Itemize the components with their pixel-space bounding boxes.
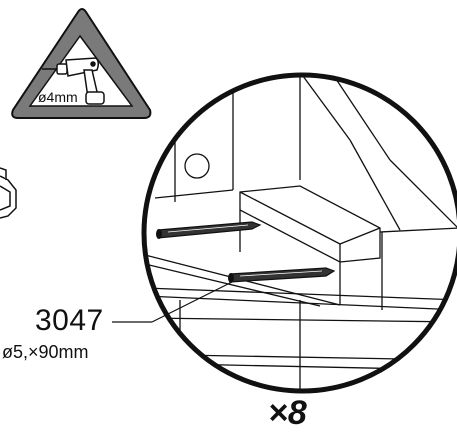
- detail-magnifier: [141, 72, 457, 394]
- screw-lower: [228, 267, 336, 283]
- screw-upper: [156, 221, 262, 239]
- drill-size-label: ø4mm: [38, 89, 78, 105]
- drill-icon: [42, 57, 105, 105]
- quantity-label: ×8: [268, 394, 307, 432]
- partial-component: [0, 167, 17, 219]
- callout-leader: [112, 281, 233, 323]
- part-number-label: 3047: [35, 304, 104, 337]
- screw-spec-label: ø5,×90mm: [2, 342, 89, 362]
